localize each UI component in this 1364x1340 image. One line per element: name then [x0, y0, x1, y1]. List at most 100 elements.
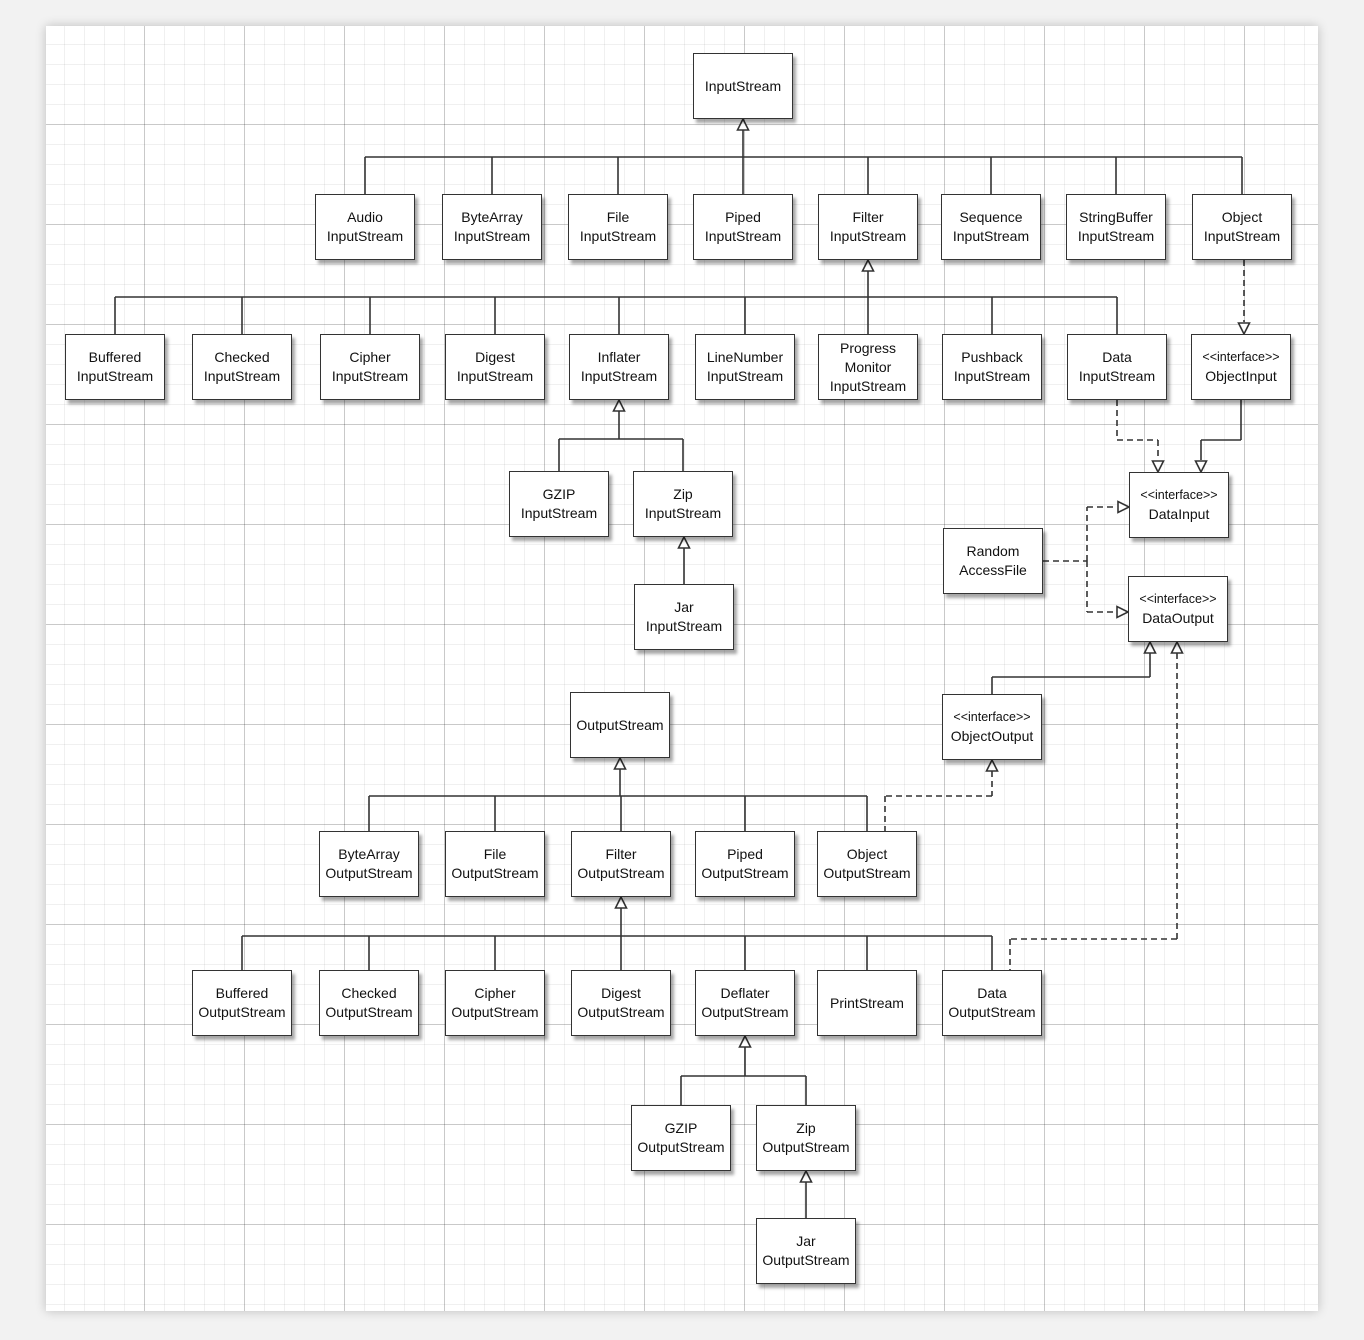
class-name-line: <<interface>> — [1140, 488, 1218, 502]
class-name-line: InputStream — [580, 368, 658, 384]
class-name-line: Zip — [673, 486, 693, 502]
class-name-line: OutputStream — [325, 865, 413, 881]
class-name-line: GZIP — [542, 486, 576, 502]
class-name-line: Inflater — [597, 349, 641, 365]
class-name-line: Object — [1221, 209, 1263, 225]
implements-arrowhead — [1116, 605, 1130, 619]
class-name-line: OutputStream — [451, 1004, 539, 1020]
class-name-line: InputStream — [331, 368, 409, 384]
implements-arrowhead — [1170, 640, 1184, 654]
class-name-line: Monitor — [844, 358, 892, 375]
class-name-line: Audio — [347, 209, 383, 225]
class-name-line: OutputStream — [948, 1004, 1036, 1020]
class-name-line: InputStream — [1078, 368, 1156, 384]
outputstream-box: OutputStream — [570, 692, 670, 758]
class-name-line: InputStream — [203, 368, 281, 384]
class-name-line: OutputStream — [762, 1252, 850, 1268]
class-name-line: InputStream — [520, 505, 598, 521]
inheritance-arrowhead — [1143, 640, 1157, 654]
class-name-line: Jar — [674, 599, 694, 615]
class-name-line: ObjectInput — [1205, 368, 1277, 384]
inputstream-box: InputStream — [693, 53, 793, 119]
class-name-line: AccessFile — [959, 562, 1027, 578]
gzip-inputstream-box: GZIP InputStream — [509, 471, 609, 537]
class-name-line: <<interface>> — [1139, 592, 1217, 606]
class-name-line: PrintStream — [830, 994, 904, 1011]
class-name-line: <<interface>> — [1202, 350, 1280, 364]
class-name-line: Checked — [214, 349, 270, 365]
class-name-line: InputStream — [953, 368, 1031, 384]
dataoutput-interface-box: <<interface>>DataOutput — [1128, 576, 1228, 642]
inheritance-arrowhead — [1194, 460, 1208, 474]
class-name-line: OutputStream — [762, 1139, 850, 1155]
class-name-line: Piped — [725, 209, 761, 225]
class-name-line: InputStream — [952, 228, 1030, 244]
class-name-line: <<interface>> — [953, 710, 1031, 724]
inheritance-arrowhead — [738, 1034, 752, 1048]
class-name-line: OutputStream — [577, 865, 665, 881]
objectoutput-interface-box: <<interface>> ObjectOutput — [942, 694, 1042, 760]
class-name-line: OutputStream — [577, 1004, 665, 1020]
datainput-interface-box: <<interface>>DataInput — [1129, 472, 1229, 538]
class-name-line: InputStream — [579, 228, 657, 244]
class-name-line: Buffered — [88, 349, 142, 365]
class-name-line: Filter — [605, 846, 637, 862]
class-name-line: OutputStream — [451, 865, 539, 881]
class-name-line: InputStream — [829, 228, 907, 244]
implements-arrowhead — [1237, 322, 1251, 336]
class-name-line: ByteArray — [461, 209, 523, 225]
class-name-line: OutputStream — [701, 1004, 789, 1020]
printstream-box: PrintStream — [817, 970, 917, 1036]
class-name-line: InputStream — [704, 228, 782, 244]
class-name-line: OutputStream — [576, 716, 664, 733]
class-name-line: Random — [966, 543, 1020, 559]
class-name-line: OutputStream — [637, 1139, 725, 1155]
gzip-outputstream-box: GZIP OutputStream — [631, 1105, 731, 1171]
class-name-line: Data — [977, 985, 1007, 1001]
class-name-line: Pushback — [961, 349, 1023, 365]
class-name-line: InputStream — [706, 368, 784, 384]
class-name-line: InputStream — [704, 77, 782, 94]
class-name-line: Deflater — [720, 985, 770, 1001]
class-name-line: Progress — [839, 339, 897, 356]
class-name-line: InputStream — [829, 377, 907, 394]
class-name-line: InputStream — [644, 505, 722, 521]
class-name-line: File — [606, 209, 630, 225]
class-name-line: InputStream — [326, 228, 404, 244]
class-name-line: Sequence — [959, 209, 1023, 225]
class-name-line: Digest — [475, 349, 515, 365]
class-name-line: ObjectOutput — [950, 728, 1034, 744]
class-name-line: OutputStream — [325, 1004, 413, 1020]
class-name-line: OutputStream — [823, 865, 911, 881]
class-name-line: GZIP — [664, 1120, 698, 1136]
inheritance-arrowhead — [861, 258, 875, 272]
class-name-line: InputStream — [1203, 228, 1281, 244]
class-name-line: ByteArray — [338, 846, 400, 862]
class-name-line: OutputStream — [701, 865, 789, 881]
class-name-line: StringBuffer — [1079, 209, 1153, 225]
class-name-line: Cipher — [474, 985, 516, 1001]
class-name-line: Buffered — [215, 985, 269, 1001]
